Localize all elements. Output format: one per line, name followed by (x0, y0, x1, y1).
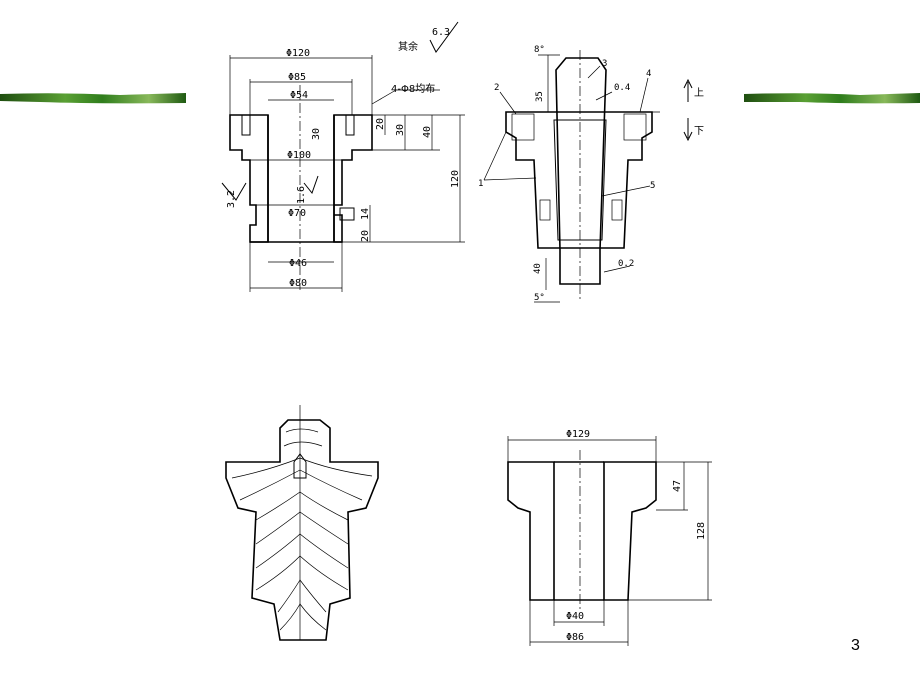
mold-drawing (483, 50, 693, 303)
roughness-3-2: 3.2 (226, 190, 237, 208)
dim-h35: 35 (535, 91, 545, 102)
page-number: 3 (851, 637, 860, 654)
dim-h20: 20 (375, 118, 386, 130)
label-2: 2 (494, 83, 499, 93)
angle-bottom: 5° (534, 293, 545, 303)
dim-d70: Φ70 (288, 208, 306, 219)
blank-drawing (507, 436, 712, 646)
roughness-rest-label: 其余 (398, 40, 418, 53)
dim-d100: Φ100 (287, 150, 311, 161)
roughness-rest-value: 6.3 (432, 27, 450, 38)
dim-d80: Φ80 (289, 278, 307, 289)
label-1: 1 (478, 179, 483, 189)
gap-top: 0.4 (614, 83, 630, 93)
angle-top: 8° (534, 45, 545, 55)
decorative-bar-right (744, 93, 920, 104)
dim-h40: 40 (422, 126, 433, 138)
dim-d40: Φ40 (566, 611, 584, 622)
label-4: 4 (646, 69, 651, 79)
gap-bottom: 0.2 (618, 259, 634, 269)
dim-h20b: 20 (360, 230, 371, 242)
dim-d86: Φ86 (566, 632, 584, 643)
dim-h30b: 30 (395, 124, 406, 136)
dim-d120: Φ120 (286, 48, 310, 59)
dim-h120: 120 (450, 170, 461, 188)
dim-h14: 14 (360, 208, 371, 220)
label-up: 上 (694, 87, 704, 99)
decorative-bar-left (0, 93, 186, 104)
dim-h30a: 30 (311, 128, 322, 140)
label-5: 5 (650, 181, 655, 191)
wood-pattern-drawing (225, 405, 379, 641)
dim-d129: Φ129 (566, 429, 590, 440)
roughness-1-6: 1.6 (296, 186, 307, 204)
dim-h128: 128 (696, 522, 707, 540)
part-drawing (221, 21, 465, 292)
label-3: 3 (602, 59, 607, 69)
dim-h40-mold: 40 (533, 263, 543, 274)
hole-note: 4-Φ8均布 (391, 83, 435, 95)
label-down: 下 (694, 126, 704, 137)
dim-h47: 47 (672, 480, 683, 492)
dim-d46: Φ46 (289, 258, 307, 269)
dim-d85: Φ85 (288, 72, 306, 83)
dim-d54: Φ54 (290, 90, 308, 101)
